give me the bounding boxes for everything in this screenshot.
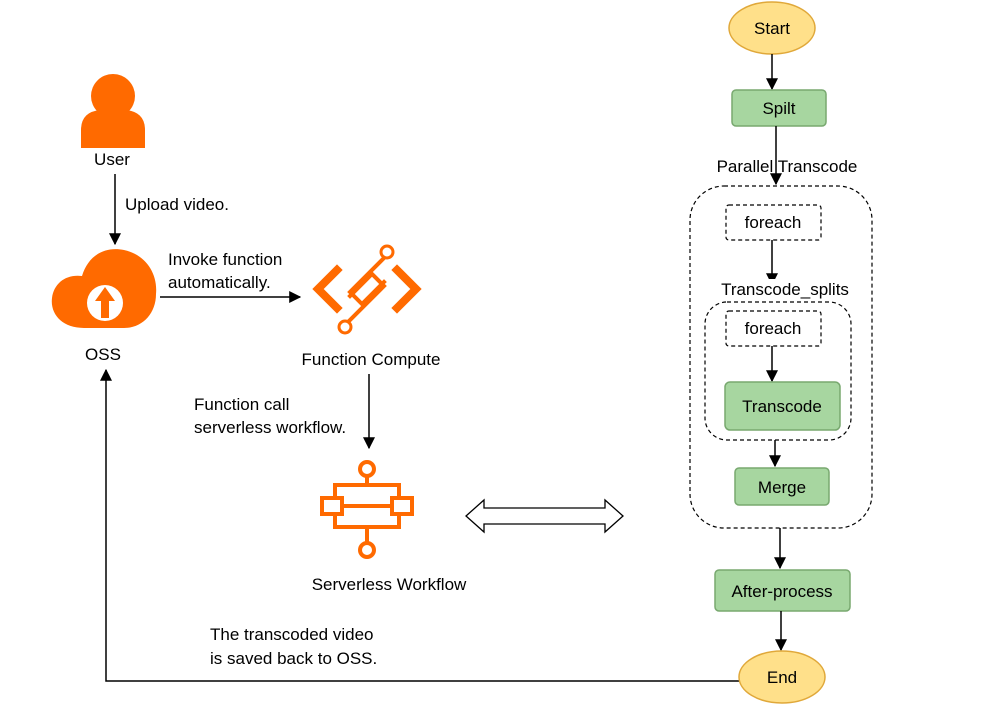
transcode-splits-container bbox=[704, 301, 852, 441]
invoke-function-label-line1: Invoke function bbox=[168, 250, 283, 269]
transcode-label: Transcode bbox=[742, 397, 822, 416]
split-node bbox=[731, 89, 827, 127]
user-icon bbox=[81, 74, 145, 148]
after-process-label: After-process bbox=[731, 582, 832, 601]
end-label: End bbox=[767, 668, 797, 687]
end-node bbox=[738, 650, 826, 704]
saved-back-label-line2: is saved back to OSS. bbox=[210, 649, 378, 668]
function-compute-label: Function Compute bbox=[301, 350, 441, 369]
after-process-node bbox=[714, 569, 851, 612]
upload-video-label: Upload video. bbox=[125, 195, 229, 214]
transcode-splits-label: Transcode_splits bbox=[719, 279, 851, 301]
foreach-outer-node bbox=[725, 204, 822, 241]
foreach-inner-label: foreach bbox=[745, 319, 802, 338]
oss-label: OSS bbox=[85, 345, 121, 364]
user-label: User bbox=[94, 150, 130, 169]
start-label: Start bbox=[754, 19, 790, 38]
function-call-label-line2: serverless workflow. bbox=[194, 418, 347, 437]
serverless-workflow-label: Serverless Workflow bbox=[311, 575, 467, 594]
cloud-upload-icon bbox=[51, 249, 157, 328]
end-to-oss-arrow bbox=[100, 368, 739, 682]
parallel-container bbox=[689, 185, 873, 529]
merge-node bbox=[734, 467, 830, 506]
transcode-node bbox=[724, 381, 841, 431]
saved-back-label-line1: The transcoded video bbox=[210, 625, 374, 644]
split-label: Spilt bbox=[762, 99, 795, 118]
double-arrow-icon bbox=[465, 498, 624, 534]
foreach-outer-label: foreach bbox=[745, 213, 802, 232]
foreach-inner-node bbox=[725, 310, 822, 347]
invoke-function-label-line2: automatically. bbox=[168, 273, 271, 292]
merge-label: Merge bbox=[758, 478, 806, 497]
workflow-icon bbox=[320, 460, 414, 559]
parallel-transcode-label: Parallel Transcode bbox=[716, 157, 858, 176]
function-compute-icon bbox=[312, 244, 422, 335]
function-call-label-line1: Function call bbox=[194, 395, 290, 414]
